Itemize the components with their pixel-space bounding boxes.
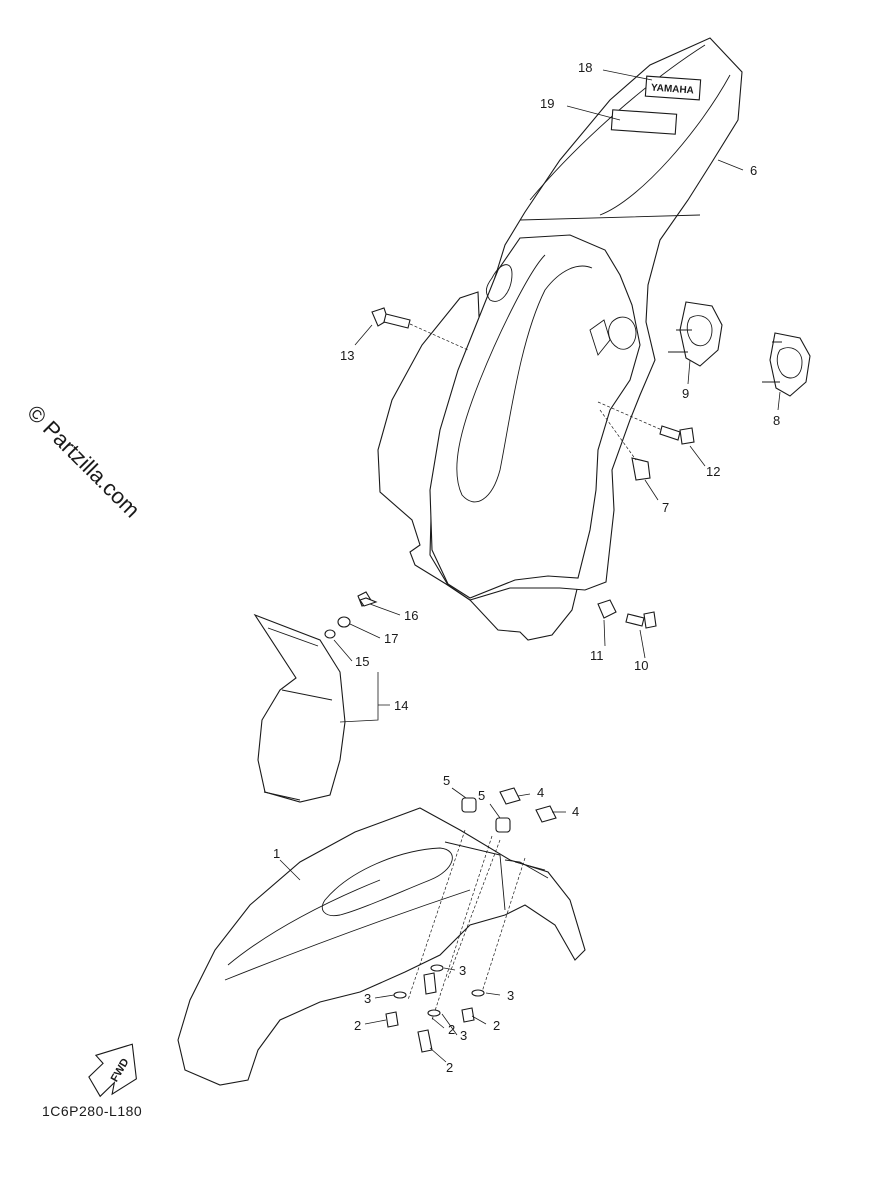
callout-15: 15 [355, 654, 369, 669]
callout-9: 9 [682, 386, 689, 401]
bolt-13 [371, 307, 469, 351]
grommet-15 [324, 629, 336, 639]
nut-11 [597, 599, 617, 619]
callout-1: 1 [273, 846, 280, 861]
callout-7: 7 [662, 500, 669, 515]
bolt-4a [499, 787, 521, 805]
callout-3b: 3 [364, 991, 371, 1006]
decal-logo [644, 75, 702, 101]
rear-fender-hole-left [485, 264, 513, 302]
bracket-8 [762, 332, 811, 397]
callout-17: 17 [384, 631, 398, 646]
callouts: 18 19 6 13 9 8 12 7 16 17 15 14 11 10 5 … [273, 60, 780, 1075]
fwd-arrow-icon: FWD [88, 1043, 137, 1098]
callout-6: 6 [750, 163, 757, 178]
callout-5a: 5 [443, 773, 450, 788]
collar-5a [461, 797, 477, 813]
callout-8: 8 [773, 413, 780, 428]
front-fender-body [177, 807, 586, 1086]
callout-14: 14 [394, 698, 408, 713]
collar-5b [495, 817, 511, 833]
front-fender-highlight [321, 847, 453, 917]
callout-3a: 3 [459, 963, 466, 978]
assembly-line-c [447, 839, 501, 979]
callout-4b: 4 [572, 804, 579, 819]
front-fender-edge [224, 859, 549, 981]
callout-16: 16 [404, 608, 418, 623]
callout-19: 19 [540, 96, 554, 111]
mud-flap-14 [253, 613, 346, 803]
callout-3c: 3 [507, 988, 514, 1003]
bolt-12 [597, 401, 695, 445]
callout-2b: 2 [354, 1018, 361, 1033]
assembly-line-d [481, 857, 526, 993]
diagram-code: 1C6P280-L180 [42, 1103, 143, 1119]
callout-11: 11 [590, 648, 604, 663]
rear-fender-assembly: YAMAHA [377, 37, 743, 641]
callout-2a: 2 [448, 1022, 455, 1037]
decal-logo-text: YAMAHA [651, 82, 695, 96]
callout-5b: 5 [478, 788, 485, 803]
callout-10: 10 [634, 658, 648, 673]
leader-lines [279, 69, 781, 1063]
washer-17 [337, 616, 351, 628]
bolt-10 [625, 611, 657, 629]
callout-4a: 4 [537, 785, 544, 800]
rear-fender-inner-shell [429, 234, 641, 599]
callout-18: 18 [578, 60, 592, 75]
callout-13: 13 [340, 348, 354, 363]
decal-label-plate [610, 109, 678, 135]
rear-fender-tab [589, 319, 611, 356]
rear-fender-inner-highlight [456, 254, 593, 503]
callout-2d: 2 [446, 1060, 453, 1075]
bolt-4b [535, 805, 557, 823]
clip-7 [599, 409, 651, 481]
front-fender-assembly [177, 807, 586, 1086]
callout-2c: 2 [493, 1018, 500, 1033]
callout-12: 12 [706, 464, 720, 479]
front-fender-mount [444, 841, 546, 911]
callout-3d: 3 [460, 1028, 467, 1043]
bracket-9 [668, 301, 723, 367]
fastener-stack [385, 964, 485, 1053]
bolt-16 [357, 591, 378, 607]
assembly-line-b [431, 835, 493, 1021]
